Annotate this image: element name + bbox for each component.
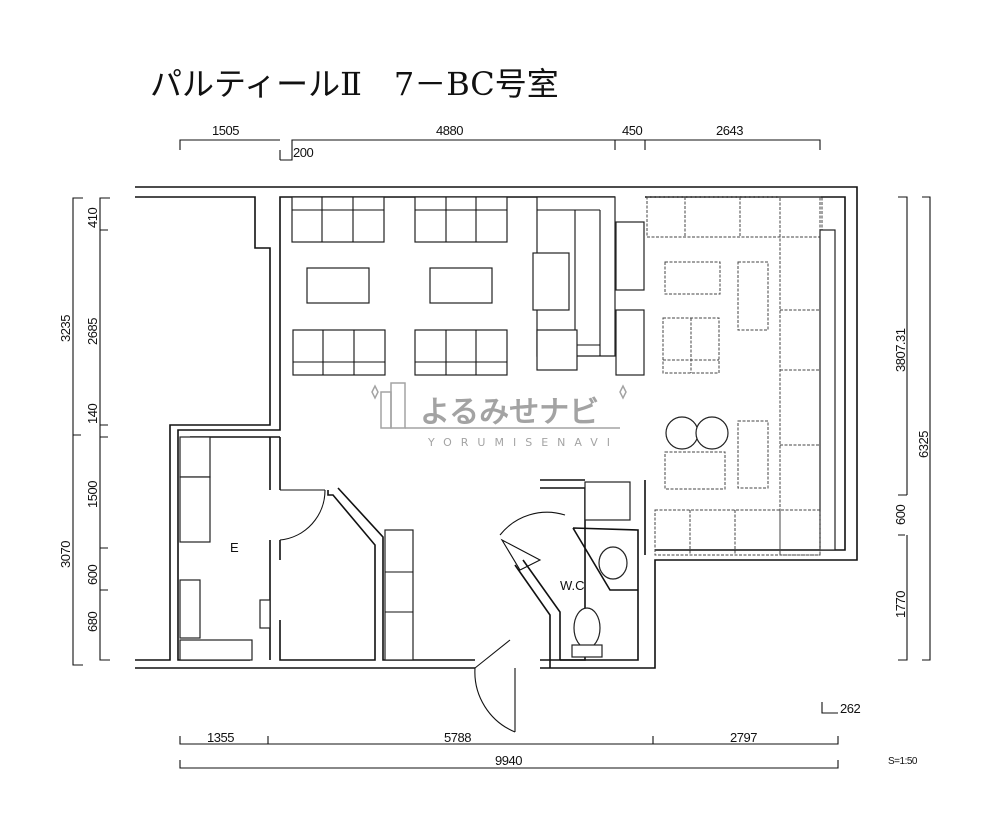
- right-dimensions: 3807.31 600 1770 6325: [893, 196, 931, 661]
- bottom-dimensions: 1355 5788 2797 9940 262 S=1:50: [179, 701, 918, 769]
- dim-top-4: 450: [622, 123, 642, 138]
- top-dimensions: 1505 200 4880 450 2643: [179, 123, 821, 161]
- dim-bottom-right: 262: [840, 701, 860, 716]
- furniture: [179, 196, 836, 661]
- dim-right-total: 6325: [916, 431, 931, 458]
- watermark-jp: よるみせナビ: [420, 395, 599, 430]
- dim-left-inner-6: 680: [85, 612, 100, 632]
- dim-bottom-2: 5788: [444, 730, 471, 745]
- dim-bottom-total: 9940: [495, 753, 522, 768]
- dim-left-outer-1: 3235: [58, 315, 73, 342]
- watermark-en: YORUMISENAVI: [427, 436, 619, 449]
- dim-right-3: 1770: [893, 591, 908, 618]
- dim-top-2: 200: [293, 145, 313, 160]
- watermark: よるみせナビ YORUMISENAVI: [371, 382, 627, 449]
- dim-left-inner-4: 1500: [85, 481, 100, 508]
- left-dimensions: 3235 3070 410 2685 140 1500 600 680: [58, 197, 110, 666]
- room-e-label: E: [230, 540, 239, 555]
- dim-left-inner-5: 600: [85, 565, 100, 585]
- dim-left-inner-1: 410: [85, 208, 100, 228]
- walls: [135, 186, 858, 669]
- doors: [279, 489, 566, 733]
- dim-left-inner-2: 2685: [85, 318, 100, 345]
- dim-top-3: 4880: [436, 123, 463, 138]
- dim-bottom-1: 1355: [207, 730, 234, 745]
- building-logo-icon: [371, 382, 627, 429]
- dim-left-outer-2: 3070: [58, 541, 73, 568]
- dim-top-1: 1505: [212, 123, 239, 138]
- dim-top-5: 2643: [716, 123, 743, 138]
- scale-label: S=1:50: [888, 756, 918, 767]
- dim-bottom-3: 2797: [730, 730, 757, 745]
- dim-right-1: 3807.31: [893, 328, 908, 372]
- plan-title: パルティールⅡ 7－BC号室: [150, 65, 559, 103]
- wc-label: W.C: [560, 578, 585, 593]
- dim-right-2: 600: [893, 505, 908, 525]
- dim-left-inner-3: 140: [85, 404, 100, 424]
